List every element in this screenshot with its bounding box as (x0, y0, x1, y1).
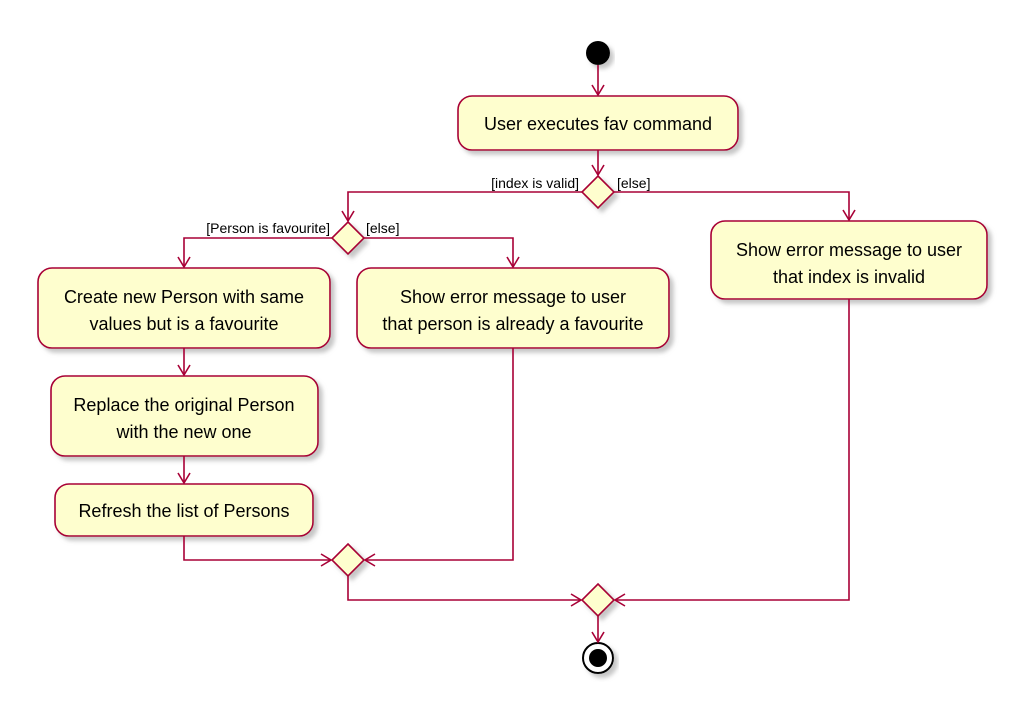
edge-person-favourite-branch (183, 237, 332, 267)
guard-person-else: [else] (366, 220, 399, 236)
edges (183, 65, 850, 642)
arrowhead-right (570, 593, 583, 607)
edge-index-valid-branch (347, 191, 582, 221)
edge-index-else-branch (614, 191, 850, 220)
arrowhead-down (177, 472, 191, 485)
action-replace-person-line-1: Replace the original Person (73, 395, 294, 415)
arrowhead-down (177, 256, 191, 269)
merge-outer (580, 582, 616, 618)
action-replace-person: Replace the original Person with the new… (50, 375, 319, 457)
edge-merge-inner-to-merge-outer (347, 576, 581, 601)
action-show-error-already: Show error message to user that person i… (356, 267, 670, 349)
decision-person-favourite (330, 220, 366, 256)
arrowhead-down (506, 256, 520, 269)
action-create-new-person-line-2: values but is a favourite (89, 314, 278, 334)
arrowhead-down (842, 209, 856, 222)
arrowhead-down (591, 84, 605, 97)
action-show-error-invalid: Show error message to user that index is… (710, 220, 988, 300)
action-show-error-invalid-line-1: Show error message to user (736, 240, 962, 260)
end-node (582, 642, 614, 674)
arrowhead-left (363, 553, 376, 567)
guard-person-is-favourite: [Person is favourite] (206, 220, 330, 236)
arrowheads (177, 84, 856, 644)
decision-index-valid (580, 174, 616, 210)
edge-already-to-merge-inner (365, 348, 514, 561)
action-refresh-list-label: Refresh the list of Persons (78, 501, 289, 521)
arrowhead-right (320, 553, 333, 567)
action-create-new-person: Create new Person with same values but i… (37, 267, 331, 349)
action-user-executes: User executes fav command (457, 95, 739, 151)
edge-refresh-to-merge-inner (183, 536, 331, 561)
edge-invalid-to-merge-outer (615, 299, 850, 601)
arrowhead-down (591, 164, 605, 177)
arrowhead-down (591, 631, 605, 644)
guard-index-valid: [index is valid] (491, 175, 579, 191)
arrowhead-left (613, 593, 626, 607)
action-replace-person-line-2: with the new one (115, 422, 251, 442)
action-show-error-invalid-line-2: that index is invalid (773, 267, 925, 287)
arrowhead-down (177, 364, 191, 377)
action-show-error-already-line-2: that person is already a favourite (382, 314, 643, 334)
action-refresh-list: Refresh the list of Persons (54, 483, 314, 537)
merge-inner (330, 542, 366, 578)
action-create-new-person-line-1: Create new Person with same (64, 287, 304, 307)
guard-index-else: [else] (617, 175, 650, 191)
action-show-error-already-line-1: Show error message to user (400, 287, 626, 307)
action-user-executes-label: User executes fav command (484, 114, 712, 134)
arrowhead-down (341, 210, 355, 223)
start-node (586, 41, 610, 65)
edge-person-else-branch (364, 237, 514, 267)
